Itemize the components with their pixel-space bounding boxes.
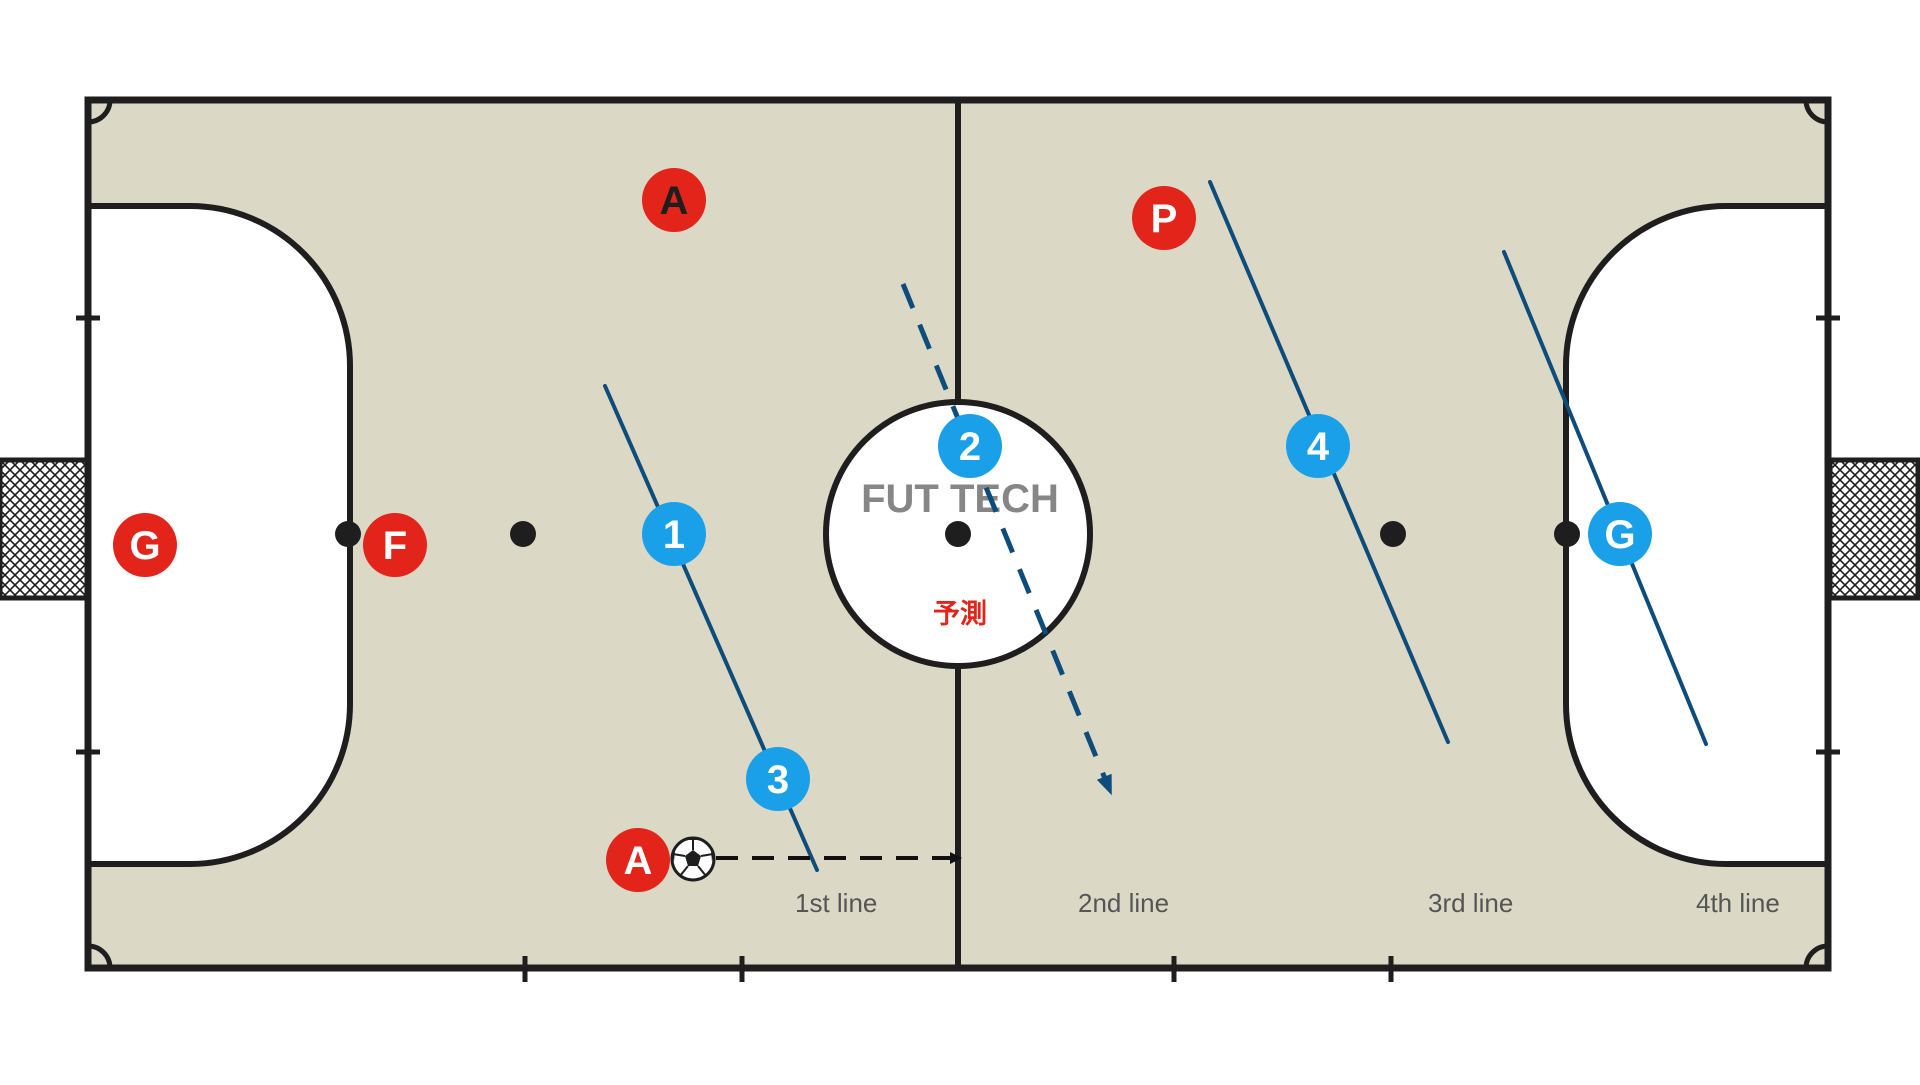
red-goalkeeper-token[interactable]: G bbox=[113, 513, 177, 577]
first-line-label: 1st line bbox=[795, 888, 877, 918]
red-ala-ball-token[interactable]: A bbox=[606, 828, 670, 892]
left-goal-net-icon bbox=[0, 457, 91, 601]
svg-text:G: G bbox=[129, 524, 160, 568]
svg-text:P: P bbox=[1151, 197, 1178, 241]
red-pivo-token[interactable]: P bbox=[1132, 186, 1196, 250]
corner-arc-top-left bbox=[87, 99, 113, 125]
svg-text:G: G bbox=[1604, 513, 1635, 557]
svg-text:4: 4 bbox=[1307, 425, 1330, 469]
svg-text:1: 1 bbox=[663, 513, 685, 557]
blue-player-2-token[interactable]: 2 bbox=[938, 414, 1002, 478]
corner-arc-bottom-right bbox=[1803, 943, 1829, 969]
predicted-run-arrow bbox=[900, 283, 1112, 796]
svg-text:F: F bbox=[383, 524, 407, 568]
svg-text:A: A bbox=[660, 179, 689, 223]
fut-tech-watermark: FUT TECH bbox=[861, 477, 1059, 521]
red-ala-top-token[interactable]: A bbox=[642, 168, 706, 232]
soccer-ball-icon[interactable] bbox=[670, 836, 716, 882]
corner-arc-top-right bbox=[1803, 99, 1829, 125]
fourth-line-label: 4th line bbox=[1696, 888, 1780, 918]
blue-player-4-token[interactable]: 4 bbox=[1286, 414, 1350, 478]
left-penalty-area bbox=[85, 203, 353, 867]
corner-arc-bottom-left bbox=[87, 943, 113, 969]
court-spots bbox=[335, 521, 1580, 547]
third-line-label: 3rd line bbox=[1428, 888, 1513, 918]
blue-player-1-token[interactable]: 1 bbox=[642, 502, 706, 566]
svg-text:2: 2 bbox=[959, 425, 981, 469]
blue-player-3-token[interactable]: 3 bbox=[746, 747, 810, 811]
right-goal-net-icon bbox=[1827, 457, 1920, 601]
side-tick-marks bbox=[76, 315, 1840, 982]
red-fixo-token[interactable]: F bbox=[363, 513, 427, 577]
svg-text:3: 3 bbox=[767, 758, 789, 802]
right-penalty-area bbox=[1563, 203, 1831, 867]
second-line-label: 2nd line bbox=[1078, 888, 1169, 918]
blue-goalkeeper-token[interactable]: G bbox=[1588, 502, 1652, 566]
fourth-press-line bbox=[1502, 250, 1708, 746]
svg-text:A: A bbox=[624, 839, 653, 883]
prediction-note: 予測 bbox=[933, 599, 987, 629]
court-border bbox=[84, 96, 1832, 972]
